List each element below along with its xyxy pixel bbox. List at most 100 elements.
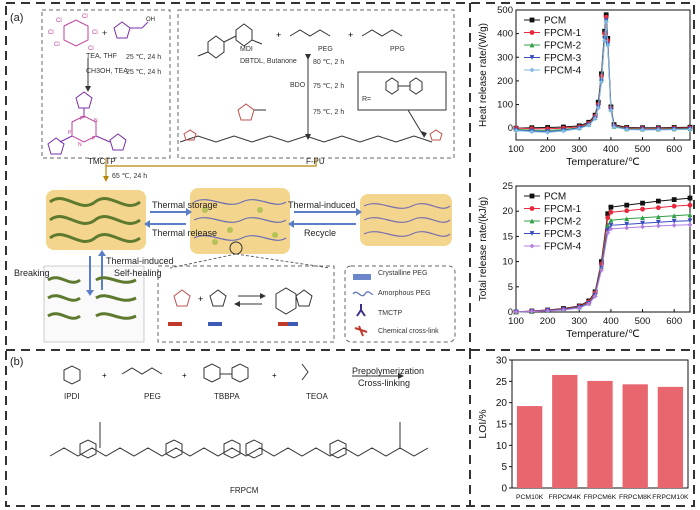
bar-pcm10k <box>516 406 543 488</box>
legend-marker <box>529 243 535 249</box>
data-point <box>513 128 519 133</box>
data-point <box>605 215 611 221</box>
x-tick-label: FRPCM6K <box>584 494 617 501</box>
data-point <box>561 307 566 313</box>
x-tick-label: 600 <box>666 316 682 327</box>
frpcm-synthesis-scheme: + + + <box>49 363 429 459</box>
y-tick-label: 10 <box>502 257 513 268</box>
y-tick-label: 25 <box>502 181 513 192</box>
svg-text:Cl: Cl <box>82 14 88 20</box>
legend-cross-link: Chemical cross-link <box>378 328 439 335</box>
step1-reagent: DBTDL, Butanone <box>240 58 297 65</box>
data-point <box>545 130 551 135</box>
y-tick-label: 5 <box>508 282 513 293</box>
panel-b-label: (b) <box>10 356 24 368</box>
data-point <box>687 195 693 201</box>
network-illustrations <box>46 188 452 320</box>
bar-frpcm6k <box>587 380 613 488</box>
data-point <box>576 305 582 311</box>
data-point <box>602 38 607 44</box>
legend-entry: FPCM-3 <box>544 53 582 64</box>
reagent-2: CH3OH, TEA <box>86 68 128 75</box>
monomer-peg: PEG <box>144 392 161 401</box>
product-frpcm: FRPCM <box>230 486 259 495</box>
y-tick-label: 0 <box>508 123 513 134</box>
svg-text:OH: OH <box>146 17 155 23</box>
x-tick-label: 100 <box>508 144 524 155</box>
data-point <box>608 222 614 228</box>
y-tick-label: 400 <box>497 29 513 40</box>
data-point <box>608 226 614 232</box>
data-point <box>687 218 693 224</box>
svg-text:+: + <box>182 371 187 380</box>
legend-entry: FPCM-1 <box>544 204 582 215</box>
svg-text:P: P <box>68 130 72 136</box>
legend-crystalline-peg: Crystalline PEG <box>378 270 428 277</box>
svg-text:Cl: Cl <box>48 30 54 36</box>
y-tick-label: 0 <box>501 484 507 495</box>
r-group-label: R= <box>362 96 372 103</box>
step2-reagent: BDO <box>290 82 306 89</box>
data-point <box>655 205 661 211</box>
data-point <box>655 214 661 220</box>
condition-2: 25 ℃, 24 h <box>126 69 162 76</box>
data-point <box>624 221 630 227</box>
svg-text:P: P <box>80 116 84 122</box>
data-point <box>671 197 677 203</box>
svg-text:+: + <box>102 28 107 38</box>
x-tick-label: 600 <box>666 144 682 155</box>
thermal-storage-label: Thermal storage <box>152 200 218 210</box>
data-point <box>599 79 604 85</box>
svg-text:+: + <box>102 371 107 380</box>
bar-frpcm4k <box>552 374 578 488</box>
x-tick-label: 300 <box>571 316 587 327</box>
svg-text:+: + <box>348 30 353 40</box>
ppg-label: PPG <box>390 46 405 53</box>
data-point <box>624 216 630 222</box>
bar-frpcm10k <box>657 386 684 488</box>
monomer-tbbpa: TBBPA <box>214 392 240 401</box>
panel-a-label: (a) <box>10 12 24 24</box>
data-point <box>561 128 566 134</box>
x-tick-label: 200 <box>540 316 556 327</box>
data-point <box>605 230 611 236</box>
legend-marker <box>529 55 535 60</box>
data-point <box>603 19 609 25</box>
y-tick-label: 0 <box>508 307 513 318</box>
y-tick-label: 15 <box>502 231 513 242</box>
y-axis-label: Heat release rate/(W/g) <box>478 23 489 127</box>
data-point <box>605 222 611 228</box>
data-point <box>592 116 598 122</box>
svg-text:+: + <box>198 294 203 304</box>
legend-tmctp: TMCTP <box>378 310 403 317</box>
data-point <box>611 124 617 130</box>
legend-marker <box>529 30 535 35</box>
data-point <box>655 223 661 229</box>
y-tick-label: 10 <box>496 441 508 452</box>
data-point <box>640 206 645 212</box>
x-tick-label: PCM10K <box>516 494 544 501</box>
legend-entry: FPCM-3 <box>544 229 582 240</box>
data-point <box>608 217 614 223</box>
x-tick-label: 500 <box>635 316 651 327</box>
thermal-induced-label: Thermal-induced <box>288 200 356 210</box>
svg-text:+: + <box>272 371 277 380</box>
network-legend <box>352 274 374 337</box>
step3-condition: 75 ℃, 2 h <box>313 109 345 116</box>
legend-marker <box>529 231 535 236</box>
data-point <box>624 225 630 231</box>
condition-1: 25 ℃, 24 h <box>126 54 162 61</box>
monomer-ipdi: IPDI <box>64 392 80 401</box>
y-axis-label: LOI/% <box>477 409 489 438</box>
legend-marker <box>529 17 535 23</box>
data-point <box>545 308 551 314</box>
svg-text:Cl: Cl <box>92 30 98 36</box>
svg-text:Cl: Cl <box>54 42 60 48</box>
x-tick-label: FRPCM8K <box>619 494 652 501</box>
legend-entry: FPCM-4 <box>544 66 582 77</box>
fpu-label: F-PU <box>306 157 325 166</box>
data-point <box>671 203 677 209</box>
data-point <box>529 309 535 314</box>
